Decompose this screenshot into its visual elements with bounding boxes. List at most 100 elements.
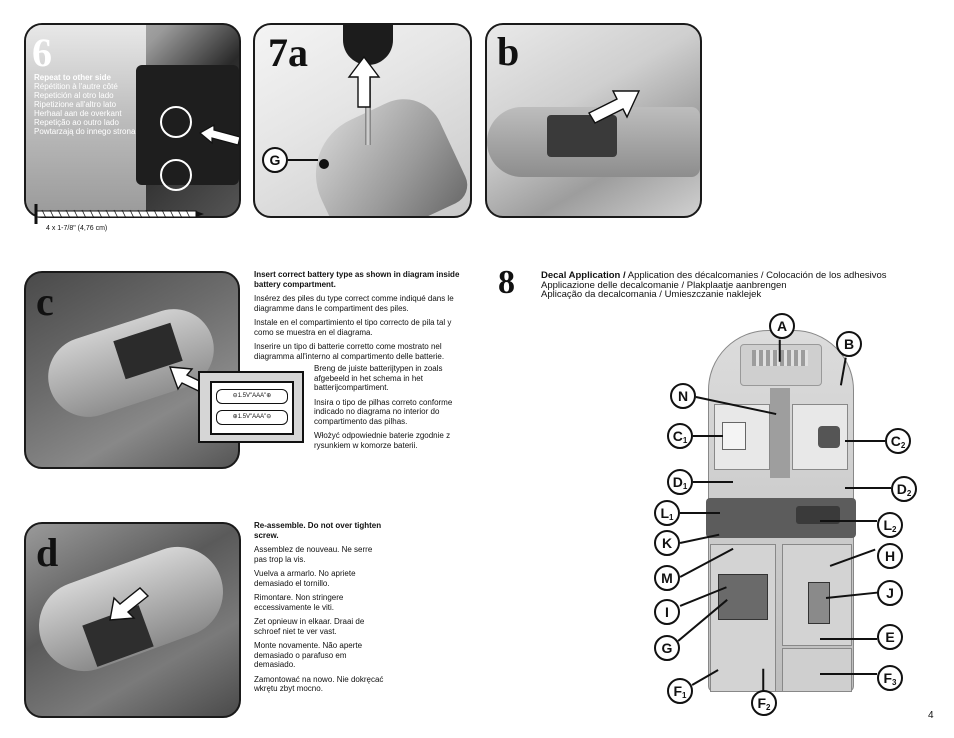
step-c-nl: Breng de juiste batterijtypen in zoals a… <box>314 364 443 392</box>
callout-d2: D2 <box>891 476 917 502</box>
callout-f2-letter: F <box>757 695 767 711</box>
callout-f3-sub: 3 <box>892 678 897 687</box>
step-c-title: Insert correct battery type as shown in … <box>254 270 460 289</box>
arrow-left-icon <box>198 123 239 146</box>
screwdriver-handle <box>343 25 393 65</box>
step-d-title: Re-assemble. Do not over tighten screw. <box>254 521 382 540</box>
callout-d1-letter: D <box>672 474 683 490</box>
step8-line3: Aplicação da decalcomania / Umieszczanie… <box>541 289 762 300</box>
step6-line-pt: Repetição ao outro lado <box>34 118 119 127</box>
lower-drawer <box>782 648 852 692</box>
callout-d1: D1 <box>667 469 693 495</box>
step-b-photo-panel <box>485 23 702 218</box>
minus-icon: ⊖ <box>232 393 238 399</box>
callout-j: J <box>877 580 903 606</box>
step-c-pt: Insira o tipo de pilhas correto conforme… <box>314 397 453 426</box>
callout-i: I <box>654 599 680 625</box>
callout-d1-sub: 1 <box>682 482 688 491</box>
step6-line-es: Repetición al otro lado <box>34 91 114 100</box>
step7a-photo-panel <box>253 23 472 218</box>
kitchen-wall-photo <box>26 25 146 216</box>
label-g-line <box>288 159 318 161</box>
step-c-letter: c <box>36 279 54 324</box>
step8-title-rest: Application des décalcomanies / Colocaci… <box>625 270 887 281</box>
step6-line-en: Repeat to other side <box>34 73 111 82</box>
page-number: 4 <box>928 710 934 721</box>
decal-c2-area <box>818 426 840 448</box>
oven-window <box>718 574 768 620</box>
battery-1: ⊖1.5V"AAA"⊕ <box>216 389 288 404</box>
callout-e: E <box>877 624 903 650</box>
callout-l2: L2 <box>877 512 903 538</box>
minus-icon: ⊖ <box>266 414 272 420</box>
step-d-photo-panel <box>24 522 241 718</box>
step-b-letter: b <box>497 29 520 74</box>
callout-m: M <box>654 565 680 591</box>
step-c-text-top: Insert correct battery type as shown in … <box>254 270 466 366</box>
step-c-text-bottom: Breng de juiste batterijtypen in zoals a… <box>314 364 464 455</box>
callout-h: H <box>877 543 903 569</box>
callout-f1-sub: 1 <box>682 691 687 700</box>
callout-l1-line <box>680 512 720 514</box>
step-c-pl: Włożyć odpowiednie baterie zgodnie z rys… <box>314 431 451 450</box>
battery-2-label: 1.5V"AAA" <box>237 414 267 420</box>
callout-a: A <box>769 313 795 339</box>
callout-f1-letter: F <box>673 683 683 699</box>
callout-l2-letter: L <box>883 517 893 533</box>
step6-text: Repeat to other side Répétition à l'autr… <box>34 73 135 136</box>
callout-f2-sub: 2 <box>766 703 771 712</box>
callout-c2-line <box>845 440 885 442</box>
step6-photo-panel <box>24 23 241 218</box>
callout-l2-sub: 2 <box>892 525 897 534</box>
step-d-nl: Zet opnieuw in elkaar. Draai de schroef … <box>254 617 365 636</box>
battery-compartment <box>547 115 617 157</box>
step6-line-it: Ripetizione all'altro lato <box>34 100 117 109</box>
callout-c2-sub: 2 <box>900 441 906 450</box>
battery-2: ⊕1.5V"AAA"⊖ <box>216 410 288 425</box>
callout-c2: C2 <box>885 428 911 454</box>
callout-c2-letter: C <box>890 433 901 449</box>
step-d-fr: Assemblez de nouveau. Ne serre pas trop … <box>254 545 373 564</box>
callout-l1-letter: L <box>660 505 670 521</box>
step8-number: 8 <box>498 264 515 301</box>
callout-f3-letter: F <box>883 670 893 686</box>
callout-f3: F3 <box>877 665 903 691</box>
step-d-pl: Zamontować na nowo. Nie dokręcać wkrętu … <box>254 674 384 694</box>
step7a-number: 7a <box>268 30 308 75</box>
step8-line2: Applicazione delle decalcomanie / Plakpl… <box>541 279 787 291</box>
step6-line-fr: Répétition à l'autre côté <box>34 82 118 91</box>
arrow-up-right-icon <box>588 90 641 124</box>
decal-c1-area <box>722 422 746 450</box>
plus-icon: ⊕ <box>266 393 272 399</box>
label-g-callout: G <box>262 147 288 173</box>
callout-d2-line <box>845 487 891 489</box>
screw-caption: 4 x 1-7/8" (4,76 cm) <box>46 225 108 232</box>
step-d-it: Rimontare. Non stringere eccessivamente … <box>254 593 344 612</box>
callout-f1: F1 <box>667 678 693 704</box>
callout-e-line <box>820 638 877 640</box>
screw-hole-dot <box>319 159 329 169</box>
battery-1-label: 1.5V"AAA" <box>237 393 267 399</box>
callout-c1-letter: C <box>672 428 683 444</box>
callout-c1-line <box>693 435 723 437</box>
callout-n: N <box>670 383 696 409</box>
kitchen-illustration <box>700 330 860 705</box>
step-d-es: Vuelva a armarlo. No apriete demasiado e… <box>254 569 356 588</box>
callout-c1: C1 <box>667 423 693 449</box>
step6-line-nl: Herhaal aan de overkant <box>34 109 122 118</box>
callout-l2-line <box>820 520 877 522</box>
callout-d2-letter: D <box>896 481 907 497</box>
step6-number: 6 <box>32 30 52 75</box>
step-c-it: Inserire un tipo di batterie corretto co… <box>254 342 445 361</box>
step-c-photo-panel <box>24 271 240 469</box>
step-c-fr: Insérez des piles du type correct comme … <box>254 294 454 313</box>
step8-title: Decal Application / Application des déca… <box>541 271 946 300</box>
callout-c1-sub: 1 <box>682 436 688 445</box>
callout-g: G <box>654 635 680 661</box>
step-d-pt: Monte novamente. Não aperte demasiado o … <box>254 641 363 669</box>
step-d-letter: d <box>36 530 59 575</box>
step6-line-pl: Powtarzają do innego strona <box>34 127 136 136</box>
callout-k: K <box>654 530 680 556</box>
decal-j-area <box>808 582 830 624</box>
sink <box>796 506 840 524</box>
